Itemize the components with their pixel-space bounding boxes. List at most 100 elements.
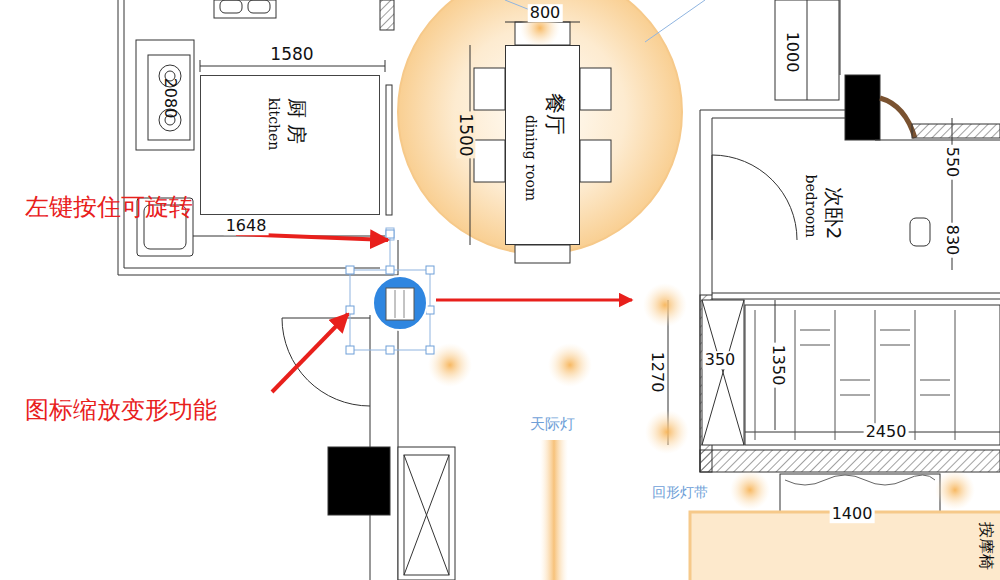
dimension: 550	[943, 145, 961, 180]
kitchen-walls-part	[386, 85, 392, 215]
selected-icon-part-part	[346, 346, 354, 354]
furniture-label: 按摩椅	[977, 522, 995, 570]
bed-pattern-part	[755, 310, 756, 440]
room-name: 次卧2	[823, 187, 845, 240]
room-name: 餐厅	[542, 93, 565, 135]
lower-walls-part	[398, 447, 455, 580]
top-right-fixtures-part	[845, 75, 880, 140]
red-callout-arrows	[236, 234, 632, 392]
kitchen-walls-part	[136, 40, 194, 150]
lower-walls-part	[404, 455, 449, 575]
dimension: 1000	[783, 30, 801, 75]
selected-icon-part	[395, 290, 396, 318]
dining-chairs-part	[474, 68, 505, 110]
room-name: 厨房	[286, 98, 308, 150]
selected-icon-part-part	[346, 306, 354, 314]
kitchen-walls-part	[118, 0, 119, 275]
dimension: 2080	[161, 78, 179, 119]
kitchen-walls-part	[124, 0, 125, 268]
dimension-lines-part	[200, 60, 201, 72]
ceiling-lamps-part	[730, 470, 770, 510]
selected-icon-part	[346, 230, 434, 354]
top-right-fixtures	[775, 0, 1000, 140]
dimension-lines-part	[200, 66, 385, 67]
bed-pattern-part	[875, 310, 876, 440]
dimension: 830	[943, 223, 961, 258]
kitchen-walls	[118, 0, 398, 275]
red-callout-arrows-part	[436, 299, 632, 302]
ceiling-lamps	[428, 8, 975, 580]
bed-pattern-part	[880, 330, 910, 331]
annotation-note: 左键按住可旋转	[25, 194, 193, 220]
selected-icon-part-part	[426, 266, 434, 274]
dimension: 1270	[648, 350, 666, 395]
bedroom-walls-part	[875, 140, 1000, 141]
dining-chairs	[474, 22, 611, 263]
dining-table: 餐厅dining room	[505, 45, 580, 245]
top-right-fixtures-part	[880, 98, 915, 138]
kitchen-walls-part	[380, 0, 394, 30]
top-right-fixtures-part	[840, 0, 841, 75]
dining-chairs-part	[474, 140, 505, 182]
room-name-english: bedroom	[802, 174, 817, 237]
dimension: 1580	[268, 45, 315, 64]
bedroom-walls-part	[712, 118, 845, 119]
kitchen-walls-part	[248, 0, 270, 13]
kitchen-walls-part	[214, 0, 276, 18]
dimension-lines-part	[385, 60, 386, 72]
kitchen-room: 厨房 kitchen	[200, 75, 380, 215]
bedroom-walls-part	[910, 218, 930, 246]
lower-walls	[282, 240, 455, 580]
bedroom-walls-part	[700, 450, 1000, 472]
ceiling-lamps-part	[548, 343, 592, 387]
dining-chairs-part	[580, 68, 611, 110]
bedroom-walls-part	[702, 300, 744, 445]
bed-pattern-part	[955, 310, 956, 440]
selected-icon-part-part	[346, 266, 354, 274]
kitchen-walls-part	[148, 55, 190, 140]
dimension: 800	[528, 4, 563, 22]
bed-pattern-part	[835, 310, 836, 440]
selected-icon-part	[373, 276, 427, 330]
kitchen-walls-part	[124, 268, 380, 269]
bed-pattern-part	[920, 380, 950, 381]
selected-icon-part	[386, 288, 414, 320]
room-name-english: kitchen	[265, 98, 280, 151]
ceiling-lamps-part	[540, 440, 568, 580]
selected-icon-part	[350, 270, 430, 350]
bedroom-walls	[700, 110, 1000, 522]
blue-leader-lines-part	[505, 0, 530, 10]
bed-pattern	[755, 310, 955, 440]
bedroom-walls-part	[702, 300, 744, 445]
dining-chairs-part	[515, 245, 570, 263]
top-right-fixtures-part	[807, 0, 808, 100]
bedroom-walls-part	[702, 300, 744, 445]
lower-walls-part	[404, 455, 449, 575]
kitchen-walls-part	[118, 275, 398, 276]
ceiling-lamps-part	[643, 283, 687, 327]
lower-walls-part	[282, 318, 370, 319]
bed-pattern-part	[915, 310, 916, 440]
dimension: 2450	[864, 423, 909, 441]
annotation-note: 图标缩放变形功能	[25, 397, 217, 423]
dining-chairs-part	[580, 140, 611, 182]
bed-pattern-part	[795, 310, 796, 440]
dimension: 1648	[224, 217, 269, 235]
selected-icon-part-part	[426, 346, 434, 354]
top-right-fixtures-part	[912, 124, 1000, 138]
bed-pattern-part	[920, 395, 950, 396]
bed-pattern-part	[800, 330, 830, 331]
bedroom-walls-part	[712, 155, 713, 240]
dimension: 1400	[830, 505, 875, 523]
bedroom-walls-part	[712, 293, 1000, 294]
selected-icon-part-part	[386, 230, 394, 238]
kitchen-walls-part	[220, 0, 242, 13]
lower-walls-part	[282, 318, 370, 406]
dimension: 350	[703, 351, 738, 369]
bedroom-walls-part	[712, 155, 797, 240]
selected-icon-part-part	[386, 346, 394, 354]
bed-pattern-part	[800, 345, 830, 346]
top-right-fixtures-part	[775, 0, 839, 100]
